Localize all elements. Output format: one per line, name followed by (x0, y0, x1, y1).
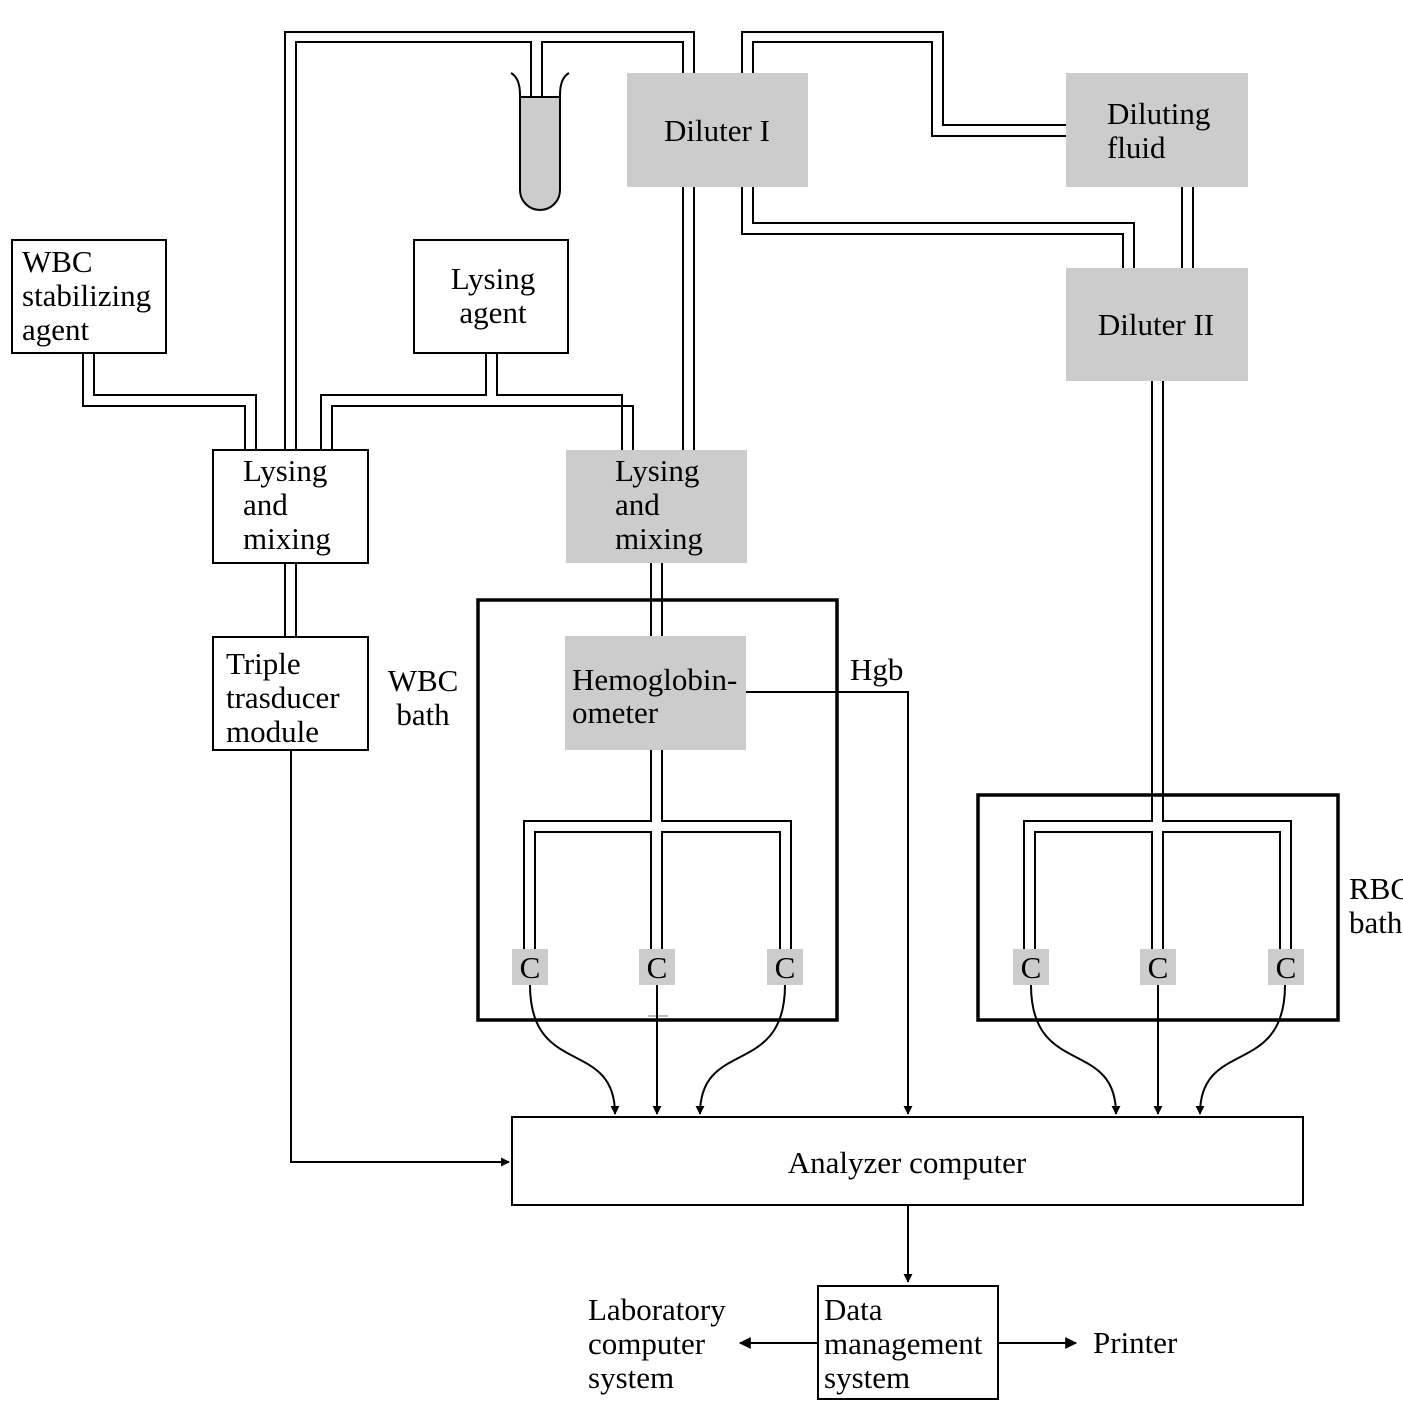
rbc-bath-line1: RBC (1349, 871, 1403, 906)
fluid-pipes (82, 31, 1292, 950)
data-management-line2: management (824, 1326, 983, 1361)
pipe-top-loop-inner (295, 41, 532, 450)
pipe-diluter2-down-b (1162, 381, 1292, 950)
analyzer-computer-label: Analyzer computer (788, 1145, 1027, 1180)
test-tube-icon (510, 72, 570, 211)
wbc-counter-3-label: C (775, 950, 796, 985)
wbc-counter-3: C (767, 949, 803, 985)
rbc-counter-2-label: C (1148, 950, 1169, 985)
lysing-mixing-right-line2: and (615, 487, 660, 522)
rbc-counter-2: C (1140, 949, 1176, 985)
pipe-diluter1-fluid-inner (752, 41, 1067, 137)
analyzer-computer-box: Analyzer computer (511, 1116, 1304, 1206)
laboratory-computer-system-label: Laboratory computer system (588, 1292, 726, 1395)
pipe-hgb-down-b (661, 750, 792, 950)
triple-transducer-line2: trasducer (226, 680, 340, 715)
rbc-counter-1-label: C (1021, 950, 1042, 985)
data-management-box: Data management system (817, 1285, 999, 1400)
diluter-1-label: Diluter I (664, 113, 770, 148)
data-management-line1: Data (824, 1292, 883, 1327)
lysing-mixing-left-line1: Lysing (243, 453, 327, 488)
signal-wbc-1 (529, 984, 620, 1115)
pipe-diluter1-diluter2-outer (741, 187, 1124, 268)
diluting-fluid-line2: fluid (1107, 130, 1166, 165)
pipe-hgb-down-a (523, 750, 652, 950)
wbc-bath-label: WBC bath (388, 663, 459, 732)
wbc-counter-1-label: C (520, 950, 541, 985)
lysing-agent-box: Lysing agent (413, 239, 569, 354)
pipe-wbc-branch-inner (534, 831, 781, 950)
diluter-2-label: Diluter II (1098, 307, 1214, 342)
laboratory-computer-line1: Laboratory (588, 1292, 726, 1327)
lysing-agent-line1: Lysing (451, 261, 535, 296)
wbc-counter-1: C (512, 949, 548, 985)
pipe-diluter2-down-a (1023, 381, 1153, 950)
diluting-fluid-line1: Diluting (1107, 96, 1210, 131)
lysing-agent-line2: agent (459, 295, 527, 330)
wbc-stabilizing-agent-line1: WBC (22, 244, 93, 279)
triple-transducer-line3: module (226, 714, 319, 749)
rbc-counter-1: C (1013, 949, 1049, 985)
signal-rbc-1 (1030, 984, 1121, 1115)
lysing-mixing-left-line3: mixing (243, 521, 331, 556)
lysing-mixing-left-box: Lysing and mixing (212, 449, 369, 564)
diluting-fluid-box: Diluting fluid (1066, 73, 1248, 187)
rbc-bath-line2: bath (1349, 905, 1403, 940)
laboratory-computer-line2: computer (588, 1326, 706, 1361)
diluter-2-box: Diluter II (1066, 268, 1248, 381)
wbc-counter-2-label: C (647, 950, 668, 985)
triple-transducer-box: Triple trasducer module (212, 636, 369, 751)
hemoglobinometer-line1: Hemoglobin- (572, 662, 737, 697)
wbc-bath-line2: bath (396, 697, 450, 732)
lysing-mixing-left-line2: and (243, 487, 288, 522)
lysing-mixing-right-line3: mixing (615, 521, 703, 556)
pipe-lysing-right-inner (496, 353, 623, 450)
lysing-mixing-right-line1: Lysing (615, 453, 699, 488)
signal-lines (290, 691, 1286, 1349)
pipe-top-loop-outer (284, 31, 695, 450)
signal-wbc-3 (695, 984, 786, 1115)
pipe-stabilizer-outer (82, 353, 246, 450)
rbc-counter-3: C (1268, 949, 1304, 985)
laboratory-computer-line3: system (588, 1360, 674, 1395)
pipe-diluter1-diluter2-inner (752, 187, 1135, 268)
signal-rbc-3 (1195, 984, 1286, 1115)
data-management-line3: system (824, 1360, 910, 1395)
wbc-stabilizing-agent-line3: agent (22, 312, 90, 347)
printer-label: Printer (1093, 1325, 1178, 1360)
pipe-stabilizer-inner (93, 353, 257, 450)
hgb-label: Hgb (850, 652, 903, 687)
diluter-1-box: Diluter I (627, 73, 808, 187)
pipe-lysing-left-inner (331, 405, 634, 450)
triple-transducer-line1: Triple (226, 646, 301, 681)
wbc-stabilizing-agent-box: WBC stabilizing agent (11, 239, 167, 354)
pipe-rbc-branch-inner (1034, 831, 1281, 950)
wbc-counter-2: C (639, 949, 675, 985)
hemoglobinometer-box: Hemoglobin- ometer (565, 636, 746, 750)
hemoglobinometer-line2: ometer (572, 695, 659, 730)
wbc-bath-line1: WBC (388, 663, 459, 698)
rbc-bath-label: RBC bath (1349, 871, 1403, 940)
rbc-counter-3-label: C (1276, 950, 1297, 985)
signal-hgb (746, 691, 913, 1115)
signal-transducer (290, 750, 510, 1167)
pipe-lysing-left-outer (320, 353, 487, 450)
pipe-diluter1-fluid-outer (741, 31, 1067, 126)
wbc-stabilizing-agent-line2: stabilizing (22, 278, 151, 313)
lysing-mixing-right-box: Lysing and mixing (566, 450, 747, 563)
pipe-top-loop-inner-right (541, 41, 684, 450)
